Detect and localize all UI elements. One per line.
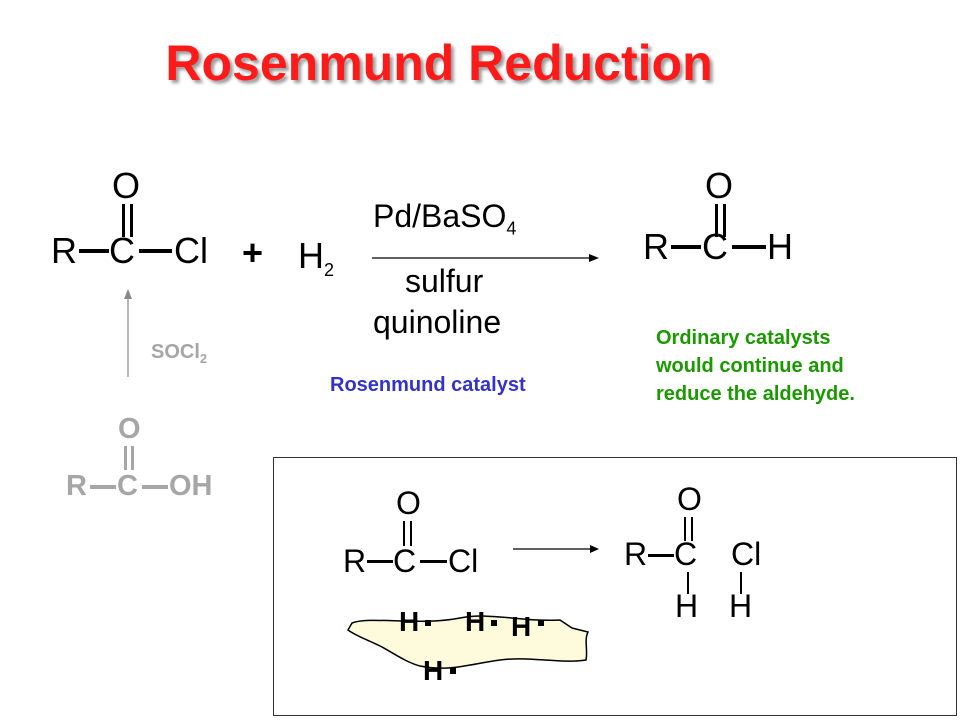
ordinary-catalyst-note: Ordinary catalysts would continue and re…: [656, 324, 855, 408]
precursor-double-bond-right: [131, 446, 134, 470]
product-r-c-bond: [671, 245, 701, 249]
hydrogen-molecule: H2: [298, 235, 334, 281]
surface-hydrogen-1: H: [399, 606, 420, 637]
mech-product-c-h-bond: [687, 572, 689, 594]
mech-product-oxygen: O: [677, 481, 702, 517]
precursor-c-oh-bond: [142, 485, 168, 489]
h2-subscript: 2: [324, 260, 335, 281]
mech-product-cl-h-bond: [740, 572, 742, 594]
h2-symbol: H: [298, 235, 324, 276]
reactant-double-bond-left: [122, 204, 125, 237]
reactant-oxygen: O: [112, 165, 141, 206]
reagent-pd-baso: Pd/BaSO: [373, 198, 507, 234]
precursor-r: R: [66, 470, 87, 502]
mech-reactant-c-cl-bond: [420, 560, 447, 563]
main-arrow-head: [589, 254, 599, 262]
reagent-quinoline: quinoline: [373, 304, 502, 340]
mech-product-double-bond-left: [684, 517, 686, 541]
mech-product-carbon: C: [674, 536, 698, 572]
precursor-oxygen: O: [118, 413, 141, 445]
mech-reactant-double-bond-right: [410, 521, 412, 546]
precursor-arrow-head: [124, 289, 132, 299]
mech-reactant-carbon: C: [393, 543, 417, 579]
product-carbon: C: [702, 226, 728, 267]
mech-reactant-chlorine: Cl: [448, 543, 479, 579]
reactant-chlorine: Cl: [174, 230, 208, 271]
catalyst-label: Rosenmund catalyst: [330, 374, 526, 396]
surface-hydrogen-3-dot: [538, 620, 544, 626]
mech-reactant-oxygen: O: [396, 485, 421, 521]
mech-product-double-bond-right: [691, 517, 693, 541]
socl2-label: SOCl2: [151, 341, 207, 366]
surface-hydrogen-2: H: [465, 606, 486, 637]
reactant-r: R: [51, 230, 77, 271]
mech-product-r-c-bond: [648, 554, 674, 557]
product-double-bond-right: [723, 204, 726, 237]
surface-hydrogen-1-dot: [425, 620, 431, 626]
surface-hydrogen-4: H: [423, 655, 444, 686]
note-line-3: reduce the aldehyde.: [656, 383, 855, 405]
precursor-double-bond-left: [124, 446, 127, 470]
title-text: Rosenmund Reduction: [165, 35, 713, 91]
product-double-bond-left: [715, 204, 718, 237]
reactant-r-c-bond: [79, 249, 109, 253]
reactant-c-cl-bond: [139, 249, 172, 253]
note-line-2: would continue and: [656, 355, 844, 377]
reactant-carbon: C: [109, 230, 135, 271]
catalyst-surface: [347, 615, 590, 669]
precursor-oh: OH: [169, 470, 213, 502]
socl2-text: SOCl: [151, 341, 200, 363]
mechanism-box: [273, 457, 957, 716]
page-title: Rosenmund Reduction: [0, 34, 960, 92]
note-line-1: Ordinary catalysts: [656, 327, 831, 349]
product-r: R: [643, 226, 669, 267]
precursor-carbon: C: [117, 470, 138, 502]
mech-reactant-r: R: [343, 543, 367, 579]
mech-reactant-r-c-bond: [367, 560, 393, 563]
product-hydrogen: H: [767, 226, 793, 267]
mech-product-hydrogen-1: H: [675, 588, 699, 624]
surface-hydrogen-3: H: [511, 611, 532, 642]
product-c-h-bond: [732, 245, 766, 249]
mech-product-r: R: [624, 536, 648, 572]
reagent-above: Pd/BaSO4: [373, 198, 516, 239]
product-oxygen: O: [705, 165, 734, 206]
reagent-sulfur: sulfur: [405, 263, 484, 299]
mechanism-arrow-head: [590, 545, 599, 553]
reactant-double-bond-right: [130, 204, 133, 237]
socl2-subscript: 2: [199, 351, 208, 366]
reagent-subscript: 4: [506, 218, 517, 239]
mech-product-hydrogen-2: H: [729, 588, 753, 624]
precursor-r-c-bond: [90, 485, 116, 489]
mech-reactant-double-bond-left: [403, 521, 405, 546]
surface-hydrogen-2-dot: [491, 620, 497, 626]
plus-sign: +: [242, 232, 264, 273]
surface-hydrogen-4-dot: [450, 668, 456, 674]
mech-product-chlorine: Cl: [731, 536, 762, 572]
